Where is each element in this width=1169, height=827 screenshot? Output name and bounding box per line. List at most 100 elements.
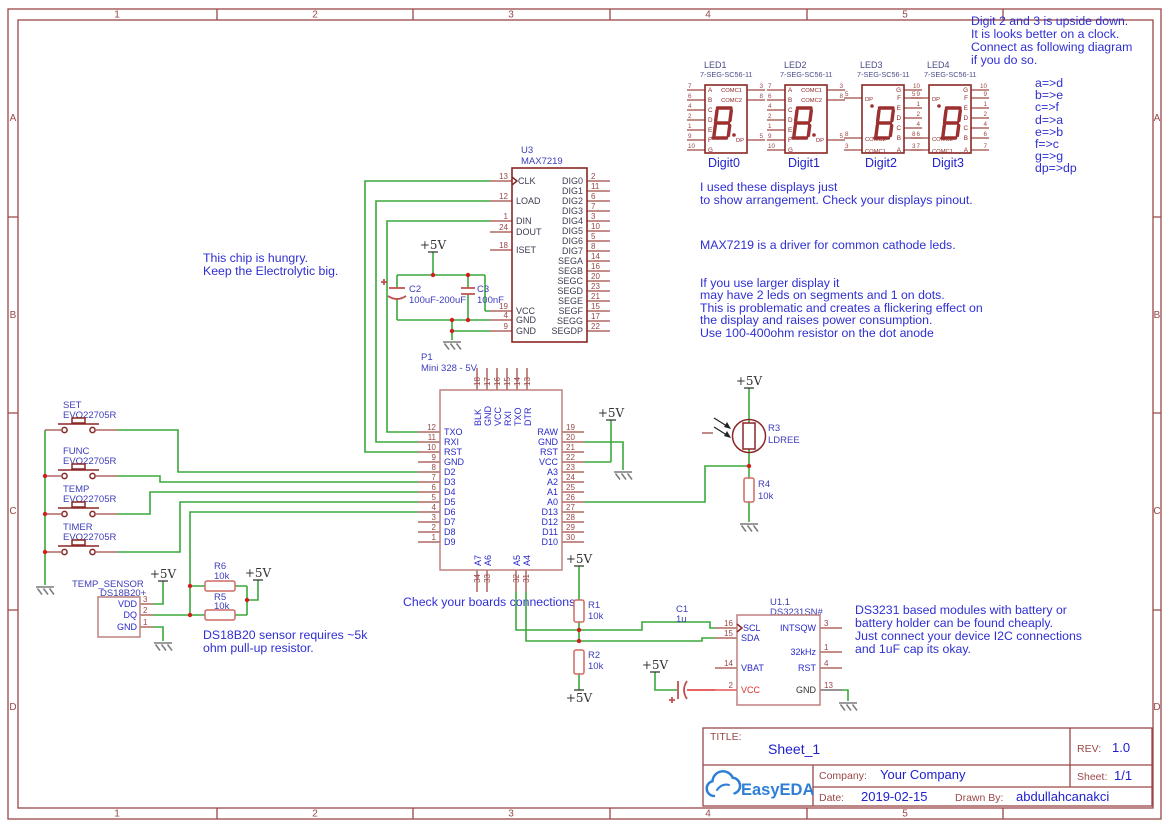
component-button-temp[interactable]: TEMP EVQ22705R bbox=[45, 484, 117, 518]
note-pullup[interactable]: ohm pull-up resistor. bbox=[203, 641, 314, 655]
pin-num: 7 bbox=[916, 143, 920, 150]
component-button-set[interactable]: SET EVQ22705R bbox=[45, 400, 117, 434]
component-u1-ds3231[interactable]: U1.1 DS3231SN# 16 15 14 2 SCL SDA VBAT V… bbox=[715, 597, 842, 706]
pin-name: DIG4 bbox=[562, 216, 583, 226]
note-rtc[interactable]: DS3231 based modules with battery or bbox=[855, 603, 1067, 617]
ground-symbol[interactable] bbox=[153, 642, 173, 652]
component-r6[interactable]: R6 10k bbox=[204, 561, 236, 592]
pin-num: 8 bbox=[912, 131, 916, 138]
component-temp-sensor[interactable]: TEMP_SENSOR DS18B20+ VDD DQ GND 3 2 1 bbox=[72, 579, 153, 638]
wire-buttons[interactable] bbox=[44, 429, 418, 585]
v5-flag[interactable]: +5V bbox=[598, 406, 625, 420]
note-larger-display[interactable]: This is problematic and creates a flicke… bbox=[700, 301, 983, 315]
button-cap[interactable] bbox=[71, 463, 86, 470]
note-seg-map[interactable]: e=>b bbox=[1035, 125, 1063, 139]
component-led2[interactable]: LED2 7-SEG-SC56-11 7 6 4 2 1 9 10 A B C … bbox=[767, 60, 845, 170]
note-upside-down[interactable]: It is looks better on a clock. bbox=[971, 27, 1119, 41]
wires[interactable] bbox=[44, 180, 849, 701]
component-button-timer[interactable]: TIMER EVQ22705R bbox=[45, 522, 117, 556]
ground-symbol[interactable] bbox=[613, 471, 633, 481]
wire-i2c[interactable] bbox=[515, 566, 715, 691]
resistor-body[interactable] bbox=[573, 599, 585, 623]
note-hungry[interactable]: Keep the Electrolytic big. bbox=[203, 264, 338, 278]
annotations[interactable]: Digit 2 and 3 is upside down. It is look… bbox=[203, 14, 1132, 656]
note-hungry[interactable]: This chip is hungry. bbox=[203, 251, 308, 265]
note-seg-map[interactable]: a=>d bbox=[1035, 76, 1063, 90]
power-flags[interactable]: +5V +5V +5V +5V +5V +5V +5V +5V bbox=[35, 238, 858, 712]
note-seg-map[interactable]: d=>a bbox=[1035, 113, 1063, 127]
pin-num: 21 bbox=[591, 292, 600, 301]
button-cap[interactable] bbox=[71, 539, 86, 546]
note-seg-map[interactable]: f=>c bbox=[1035, 137, 1059, 151]
wire-rtc-gnd[interactable] bbox=[842, 689, 849, 701]
note-seg-map[interactable]: c=>f bbox=[1035, 100, 1060, 114]
ground-symbol[interactable] bbox=[35, 586, 55, 596]
v5-flag[interactable]: +5V bbox=[420, 238, 447, 252]
note-displays[interactable]: I used these displays just bbox=[700, 180, 838, 194]
note-upside-down[interactable]: Digit 2 and 3 is upside down. bbox=[971, 14, 1128, 28]
component-led3[interactable]: LED3 7-SEG-SC56-11 5 8 3 DP COMC2 COMC1 … bbox=[844, 60, 922, 170]
component-r1[interactable]: R1 10k bbox=[573, 599, 604, 623]
note-larger-display[interactable]: If you use larger display it bbox=[700, 276, 840, 290]
resistor-body[interactable] bbox=[204, 580, 236, 592]
note-larger-display[interactable]: the display and raises power consumption… bbox=[700, 313, 932, 327]
component-body[interactable] bbox=[97, 596, 141, 638]
component-led4[interactable]: LED4 7-SEG-SC56-11 5 8 3 DP COMC2 COMC1 … bbox=[911, 60, 989, 170]
note-rtc[interactable]: and 1uF cap its okay. bbox=[855, 642, 971, 656]
component-r4[interactable]: R4 10k bbox=[743, 477, 774, 503]
note-driver[interactable]: MAX7219 is a driver for common cathode l… bbox=[700, 238, 956, 252]
button-cap[interactable] bbox=[71, 417, 86, 424]
ground-symbol[interactable] bbox=[838, 702, 858, 712]
component-r2[interactable]: R2 10k bbox=[573, 649, 604, 675]
junction-dots bbox=[42, 272, 752, 644]
component-c3[interactable]: C3 100nF bbox=[461, 284, 504, 306]
component-led1[interactable]: LED1 7-SEG-SC56-11 7 6 4 2 1 9 10 A B C … bbox=[687, 60, 765, 170]
component-body[interactable] bbox=[511, 167, 588, 343]
note-rtc[interactable]: battery holder can be found cheaply. bbox=[855, 616, 1053, 630]
v5-flag[interactable]: +5V bbox=[642, 658, 669, 672]
note-larger-display[interactable]: may have 2 leds on segments and 1 on dot… bbox=[700, 288, 945, 302]
note-seg-map[interactable]: g=>g bbox=[1035, 149, 1063, 163]
v5-flag[interactable]: +5V bbox=[736, 374, 763, 388]
note-seg-map[interactable]: dp=>dp bbox=[1035, 161, 1077, 175]
ground-symbol[interactable] bbox=[739, 523, 759, 533]
ldr-body[interactable] bbox=[742, 422, 756, 450]
v5-flag[interactable]: +5V bbox=[150, 567, 177, 581]
note-upside-down[interactable]: if you do so. bbox=[971, 53, 1037, 67]
note-rtc[interactable]: Just connect your device I2C connections bbox=[855, 629, 1082, 643]
v5-flag[interactable]: +5V bbox=[566, 691, 593, 705]
resistor-body[interactable] bbox=[573, 649, 585, 675]
component-body[interactable] bbox=[736, 614, 821, 706]
component-r5[interactable]: R5 10k bbox=[204, 592, 236, 621]
button-cap[interactable] bbox=[71, 501, 86, 508]
resistor-body[interactable] bbox=[204, 609, 236, 621]
component-body[interactable] bbox=[861, 84, 905, 154]
ldr-circle[interactable] bbox=[731, 418, 767, 454]
component-p1-mini328[interactable]: P1 Mini 328 - 5V 18 17 16 15 14 13 BLK G… bbox=[418, 352, 584, 592]
ground-symbol[interactable] bbox=[442, 341, 462, 351]
pin-name: D6 bbox=[444, 507, 456, 517]
component-body[interactable] bbox=[439, 389, 563, 571]
component-body[interactable] bbox=[928, 84, 972, 154]
v5-flag[interactable]: +5V bbox=[566, 552, 593, 566]
component-u3-max7219[interactable]: U3 MAX7219 13 12 1 24 18 19 4 9 CLK LOAD… bbox=[490, 145, 610, 343]
component-body[interactable] bbox=[704, 84, 748, 154]
resistor-body[interactable] bbox=[743, 477, 755, 503]
component-c1[interactable]: C1 1u bbox=[669, 604, 688, 703]
component-c2[interactable]: C2 100uF-200uF bbox=[381, 279, 466, 306]
component-button-func[interactable]: FUNC EVQ22705R bbox=[45, 446, 117, 480]
note-displays[interactable]: to show arrangement. Check your displays… bbox=[700, 193, 973, 207]
wire-u3-to-p1[interactable] bbox=[364, 180, 490, 453]
component-body[interactable] bbox=[784, 84, 828, 154]
wire-p1-right[interactable] bbox=[584, 388, 750, 522]
note-upside-down[interactable]: Connect as following diagram bbox=[971, 40, 1132, 54]
note-larger-display[interactable]: Use 100-400ohm resistor on the dot anode bbox=[700, 326, 934, 340]
pin-num: 10 bbox=[427, 443, 436, 452]
note-check-connections[interactable]: Check your boards connections bbox=[403, 595, 575, 609]
component-r3-ldr[interactable]: R3 LDREE bbox=[702, 417, 800, 454]
note-pullup[interactable]: DS18B20 sensor requires ~5k bbox=[203, 628, 368, 642]
wire-sensor-pullups[interactable] bbox=[153, 511, 418, 641]
note-seg-map[interactable]: b=>e bbox=[1035, 88, 1063, 102]
v5-flag[interactable]: +5V bbox=[245, 566, 272, 580]
